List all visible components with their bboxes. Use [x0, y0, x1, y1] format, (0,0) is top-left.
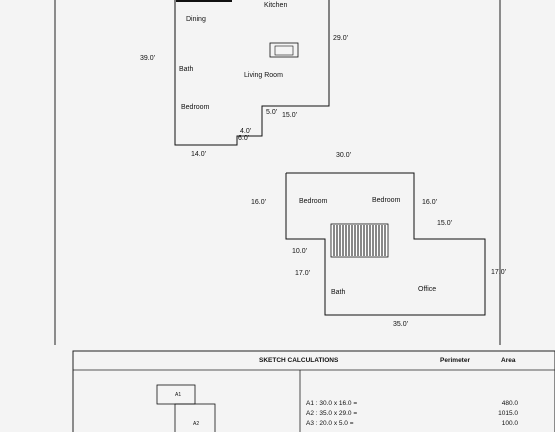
- dim-step-5: 5.0': [266, 109, 278, 116]
- key-a1-label: A1: [175, 392, 182, 398]
- dim-step-4: 4.0': [240, 128, 252, 135]
- calc-col-area: Area: [501, 357, 516, 364]
- calc-title: SKETCH CALCULATIONS: [259, 357, 339, 364]
- dim-top-30: 30.0': [336, 152, 351, 159]
- dim-step-15: 15.0': [282, 112, 297, 119]
- calc-row-area: 1015.0: [498, 410, 518, 417]
- room-kitchen: Kitchen: [264, 2, 288, 9]
- dim-right-17: 17.0': [491, 269, 506, 276]
- dim-bottom-35: 35.0': [393, 321, 408, 328]
- key-a2-box: [174, 403, 216, 432]
- dim-notch-10: 10.0': [292, 248, 307, 255]
- dim-step-6: 6.0': [238, 135, 250, 142]
- dim-bottom-14: 14.0': [191, 151, 206, 158]
- room-office: Office: [418, 286, 437, 293]
- calc-row-formula: A3 : 20.0 x 5.0 =: [306, 420, 354, 427]
- room-bath: Bath: [179, 66, 194, 73]
- room-dining: Dining: [186, 16, 206, 23]
- dim-left-17: 17.0': [295, 270, 310, 277]
- calc-frame: [72, 350, 555, 432]
- floor2-outline: [285, 172, 486, 316]
- dim-left-39: 39.0': [140, 55, 155, 62]
- dim-left-16: 16.0': [251, 199, 266, 206]
- calc-row-area: 100.0: [501, 420, 518, 427]
- room-bedroom-right: Bedroom: [372, 197, 401, 204]
- room-bath-f2: Bath: [331, 289, 346, 296]
- key-a2-label: A2: [193, 421, 200, 427]
- room-bedroom-left: Bedroom: [299, 198, 328, 205]
- calc-row-area: 480.0: [501, 400, 518, 407]
- sofa-icon: [269, 42, 299, 58]
- room-living: Living Room: [244, 72, 283, 79]
- calc-row-formula: A1 : 30.0 x 16.0 =: [306, 400, 358, 407]
- stairs-icon: [330, 223, 389, 258]
- calc-col-perimeter: Perimeter: [440, 357, 470, 364]
- calc-row-formula: A2 : 35.0 x 29.0 =: [306, 410, 358, 417]
- dim-right-29: 29.0': [333, 35, 348, 42]
- dim-right-15: 15.0': [437, 220, 452, 227]
- room-bedroom-f1: Bedroom: [181, 104, 210, 111]
- dim-right-16: 16.0': [422, 199, 437, 206]
- floor1-outline: [174, 0, 330, 146]
